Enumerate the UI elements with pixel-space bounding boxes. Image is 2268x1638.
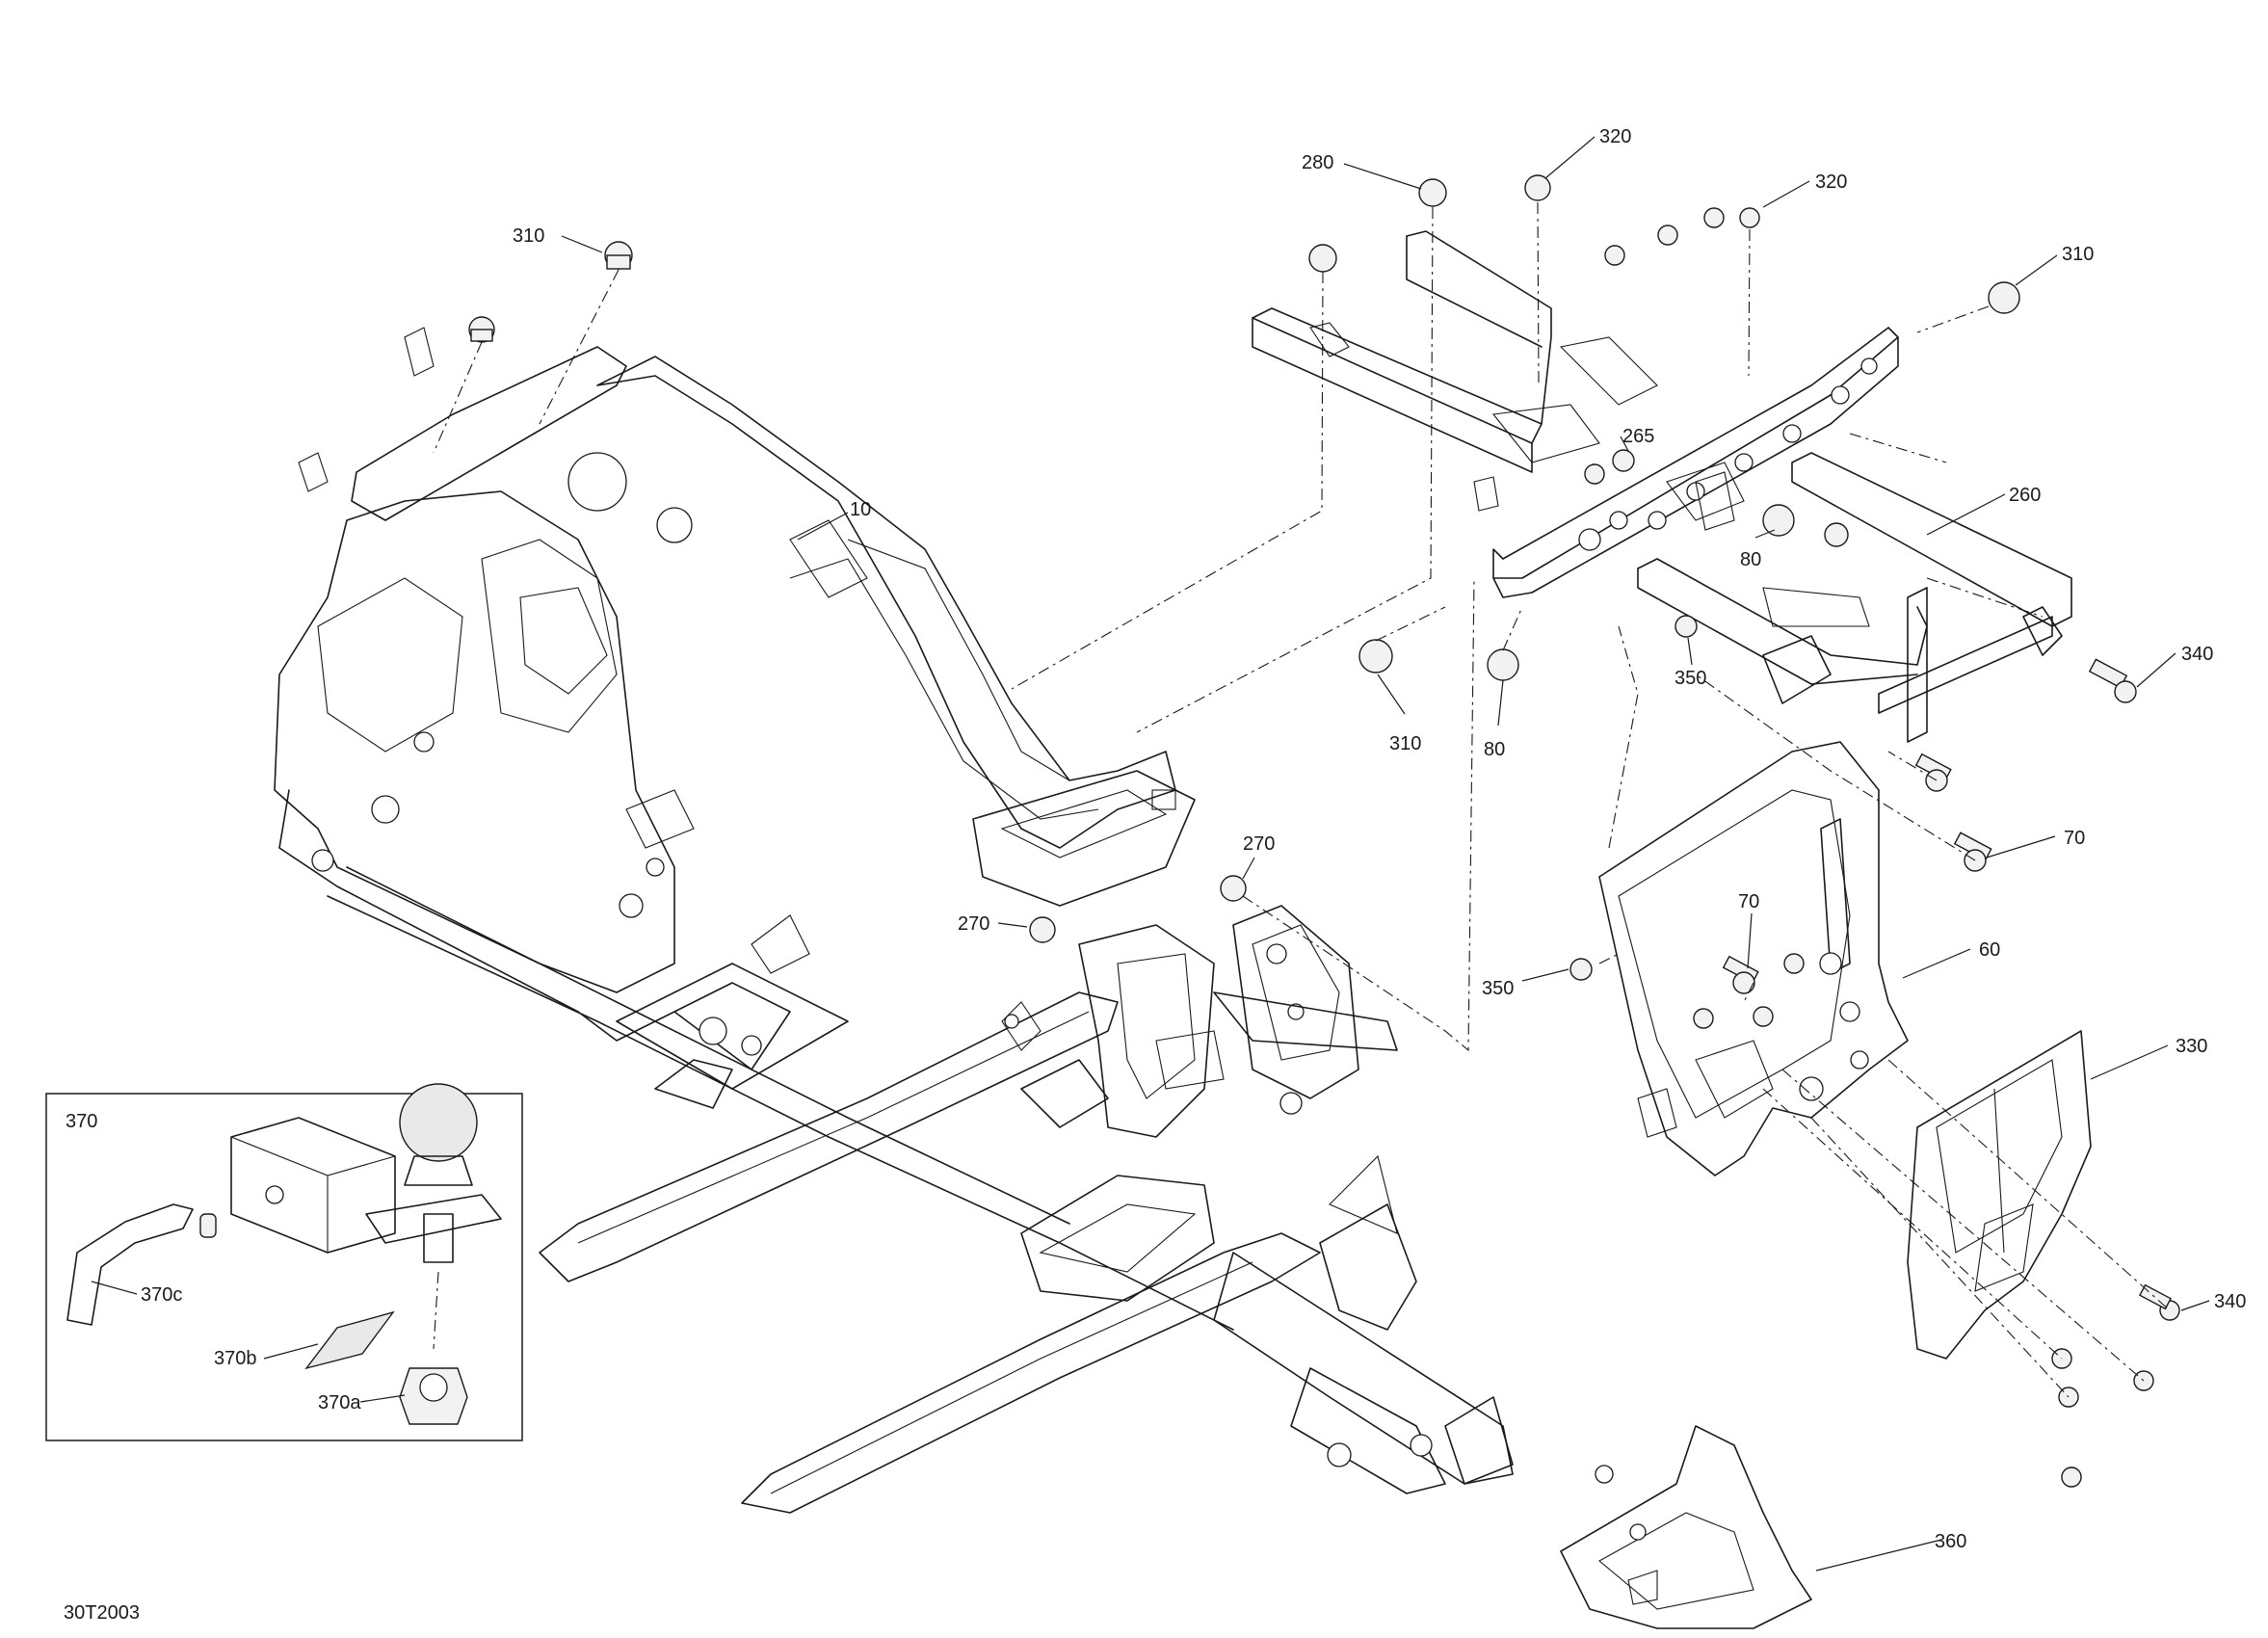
callout-265: 265	[1622, 426, 1654, 447]
callout-80-upper: 80	[1740, 549, 1761, 570]
callout-310-right: 310	[2062, 244, 2094, 265]
callout-260: 260	[2009, 485, 2041, 506]
hardware-fasteners	[468, 174, 2180, 1488]
callout-10: 10	[850, 499, 871, 520]
bracket-part-60	[1598, 741, 1909, 1176]
callout-70-mid: 70	[1738, 891, 1759, 912]
callout-310-mid: 310	[1389, 733, 1421, 754]
bracket-part-360	[1560, 1425, 1812, 1629]
callout-320-top: 320	[1599, 126, 1631, 147]
callout-310-left: 310	[513, 225, 544, 247]
leader-lines	[91, 136, 2210, 1572]
callout-340-lower: 340	[2214, 1291, 2246, 1312]
callout-350-lower: 350	[1482, 978, 1514, 999]
callout-370c: 370c	[141, 1284, 182, 1306]
skid-plate-part-330	[1907, 1030, 2092, 1360]
callout-370: 370	[66, 1111, 97, 1132]
rear-subframe-part-260	[1252, 230, 2072, 743]
callout-360: 360	[1935, 1531, 1966, 1552]
callout-320-right: 320	[1815, 172, 1847, 193]
assembly-dash-lines	[433, 201, 2171, 1398]
callout-80-lower: 80	[1484, 739, 1505, 760]
callout-370a: 370a	[318, 1392, 361, 1413]
callout-270-lower: 270	[958, 913, 989, 935]
callout-60: 60	[1979, 939, 2000, 961]
callout-330: 330	[2176, 1036, 2207, 1057]
callout-labels: 310 10 280 320 320 310 265 260 80 350 34…	[64, 126, 2246, 1624]
callout-280: 280	[1302, 152, 1333, 173]
drawing-code: 30T2003	[64, 1602, 140, 1624]
main-frame-part-10	[274, 327, 1514, 1514]
callout-270-upper: 270	[1243, 833, 1275, 855]
inset-hitch-370	[45, 1083, 523, 1441]
callout-70-right: 70	[2064, 828, 2085, 849]
callout-340-upper: 340	[2181, 644, 2213, 665]
callout-370b: 370b	[214, 1348, 257, 1369]
callout-350-upper: 350	[1675, 668, 1706, 689]
